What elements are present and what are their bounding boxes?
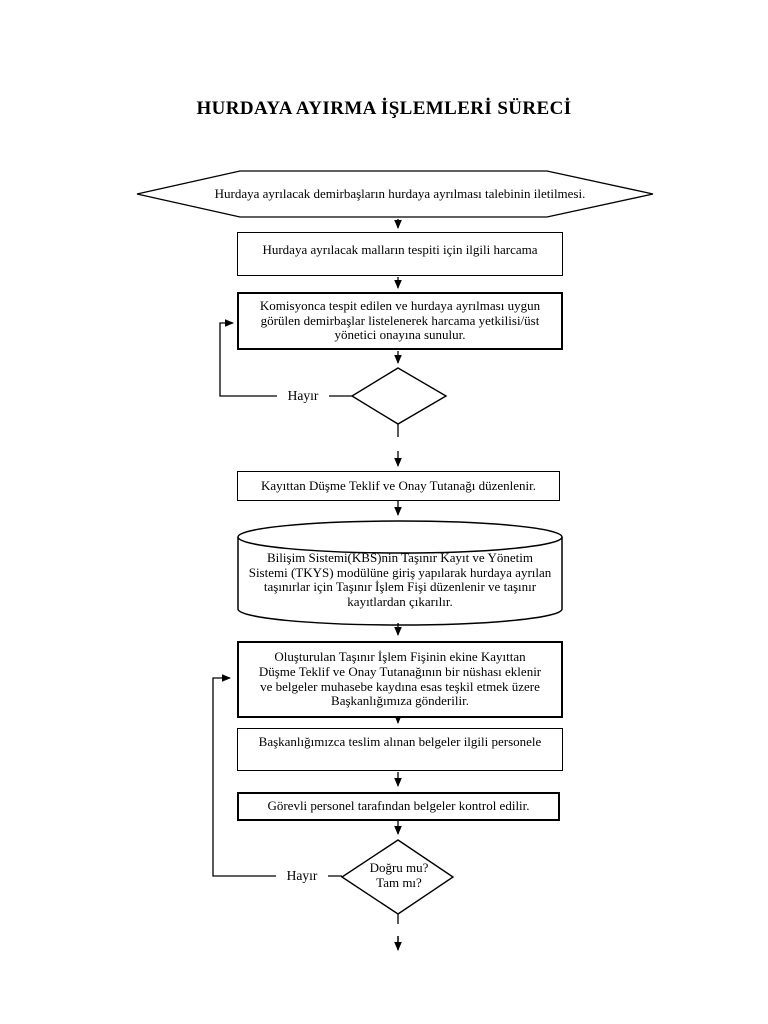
decision-kontrol-label: Doğru mu? Tam mı? [369,860,429,890]
step-komisyon-box: Komisyonca tespit edilen ve hurdaya ayrı… [237,292,563,350]
hayir-label-1: Hayır [277,388,329,404]
step-teslim-box: Başkanlığımızca teslim alınan belgeler i… [237,728,563,771]
decision-onay-diamond-shape [350,367,448,425]
kbs-cylinder-shape [237,520,563,626]
page-title: HURDAYA AYIRMA İŞLEMLERİ SÜRECİ [196,98,572,119]
hayir-label-2: Hayır [276,868,328,884]
step-kbs-label: Bilişim Sistemi(KBS)nin Taşınır Kayıt ve… [248,550,552,609]
step-kontrol-box: Görevli personel tarafından belgeler kon… [237,792,560,821]
start-hexagon-label: Hurdaya ayrılacak demirbaşların hurdaya … [214,186,586,201]
start-hexagon-shape [136,170,654,218]
step-tutanak-box: Kayıttan Düşme Teklif ve Onay Tutanağı d… [237,471,560,501]
step-tespit-box: Hurdaya ayrılacak malların tespiti için … [237,232,563,276]
step-gonderim-box: Oluşturulan Taşınır İşlem Fişinin ekine … [237,641,563,718]
